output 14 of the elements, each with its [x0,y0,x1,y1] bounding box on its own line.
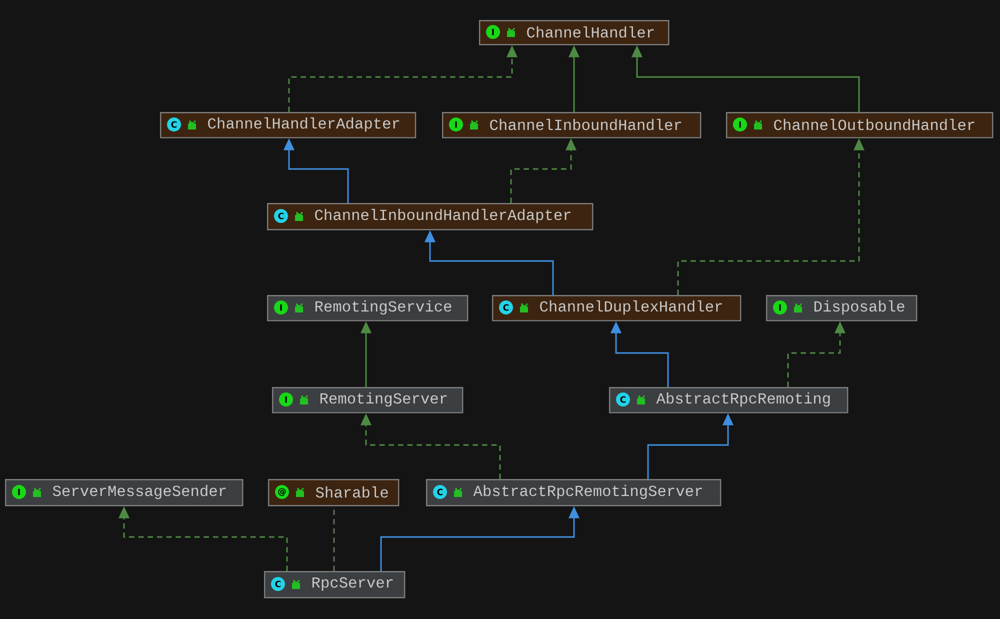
class-name: Sharable [316,486,388,498]
class-name: RpcServer [312,577,393,591]
class-name: Disposable [814,300,904,315]
class-name: ChannelInboundHandler [490,118,682,130]
class-name: ChannelOutboundHandler [774,118,974,130]
class-name: ChannelHandlerAdapter [208,117,400,132]
class-name: AbstractRpcRemotingServer [473,484,702,500]
class-name: ChannelHandler [527,26,654,38]
class-name: AbstractRpcRemoting [656,392,830,407]
class-name: ChannelInboundHandlerAdapter [315,208,570,224]
class-name: ServerMessageSender [52,484,226,500]
class-name: RemotingService [315,300,452,315]
class-name: RemotingServer [320,392,447,407]
class-name: ChannelDuplexHandler [540,300,722,315]
